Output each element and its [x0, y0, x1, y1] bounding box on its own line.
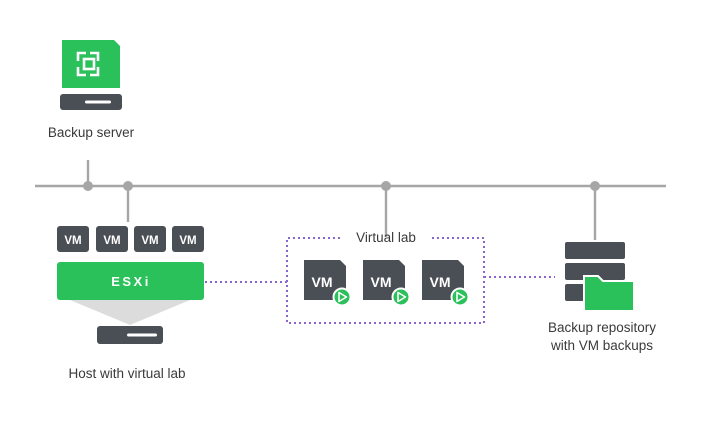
- lab-vm: VM: [363, 260, 411, 307]
- host-vm-label: VM: [141, 235, 158, 247]
- network-nodes: [83, 181, 600, 191]
- play-icon: [332, 287, 352, 307]
- lab-vm-label: VM: [312, 274, 333, 290]
- lab-vm-label: VM: [371, 274, 392, 290]
- lab-vm: VM: [422, 260, 470, 307]
- virtual-lab-box: [286, 237, 485, 324]
- host-vm-label: VM: [64, 235, 81, 247]
- esxi-label: ESXi: [111, 274, 151, 289]
- backup-server-label: Backup server: [48, 125, 135, 140]
- repository-label-line2: with VM backups: [550, 338, 653, 353]
- network-line: [35, 160, 666, 240]
- host-vm-row: VM VM VM VM: [57, 226, 204, 252]
- backup-repository-icon: [565, 242, 635, 312]
- repository-label-line1: Backup repository: [548, 320, 656, 335]
- backup-server-icon: [60, 40, 122, 110]
- lab-vm: VM: [304, 260, 352, 307]
- play-icon: [450, 287, 470, 307]
- lab-vm-label: VM: [430, 274, 451, 290]
- virtual-lab-label: Virtual lab: [356, 230, 416, 245]
- esxi-host-icon: ESXi: [57, 262, 204, 344]
- host-vm-label: VM: [103, 235, 120, 247]
- host-label: Host with virtual lab: [68, 366, 185, 381]
- play-icon: [391, 287, 411, 307]
- host-vm-label: VM: [179, 235, 196, 247]
